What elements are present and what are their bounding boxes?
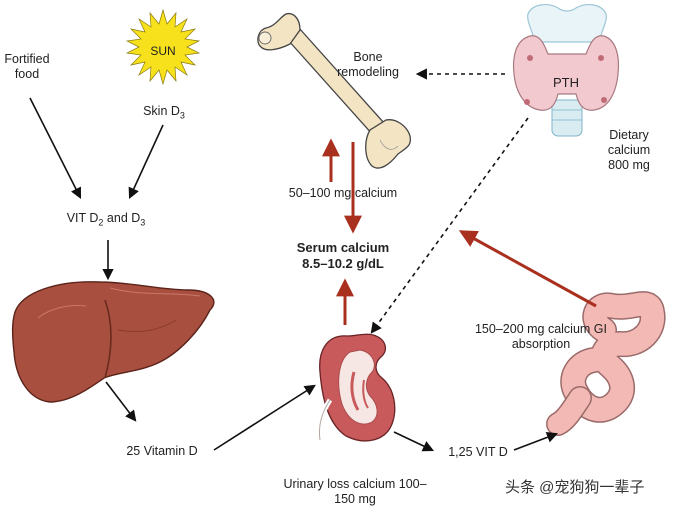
fortified-food-label: Fortified food bbox=[4, 52, 50, 81]
vitamin-25-label: 25 Vitamin D bbox=[126, 444, 198, 458]
kidney-icon bbox=[317, 333, 396, 442]
bone-remodeling-label: Bone remodeling bbox=[337, 50, 399, 79]
serum-calcium-range: 8.5–10.2 g/dL bbox=[302, 256, 384, 271]
thyroid-icon bbox=[512, 4, 620, 137]
serum-calcium-title: Serum calcium bbox=[296, 240, 390, 255]
sun-icon bbox=[125, 8, 201, 86]
vit-125-label: 1,25 VIT D bbox=[448, 445, 508, 459]
bone-icon bbox=[257, 12, 412, 169]
urinary-loss-label: Urinary loss calcium 100–150 mg bbox=[283, 477, 427, 506]
dietary-calcium-label: Dietary calcium 800 mg bbox=[607, 128, 651, 172]
gi-absorption-label: 150–200 mg calcium GI absorption bbox=[474, 322, 607, 351]
black-arrows bbox=[29, 68, 559, 452]
sun-label: SUN bbox=[150, 44, 176, 58]
pth-label: PTH bbox=[553, 75, 579, 90]
vit-d2-d3-label: VIT D2 and D3 bbox=[66, 211, 146, 228]
red-arrows bbox=[322, 138, 597, 325]
skin-d3-label: Skin D3 bbox=[143, 104, 185, 121]
intestine-icon bbox=[546, 291, 666, 436]
watermark-text: 头条 @宠狗狗一辈子 bbox=[505, 479, 645, 496]
bone-exchange-label: 50–100 mg calcium bbox=[288, 186, 398, 200]
liver-icon bbox=[11, 281, 215, 403]
